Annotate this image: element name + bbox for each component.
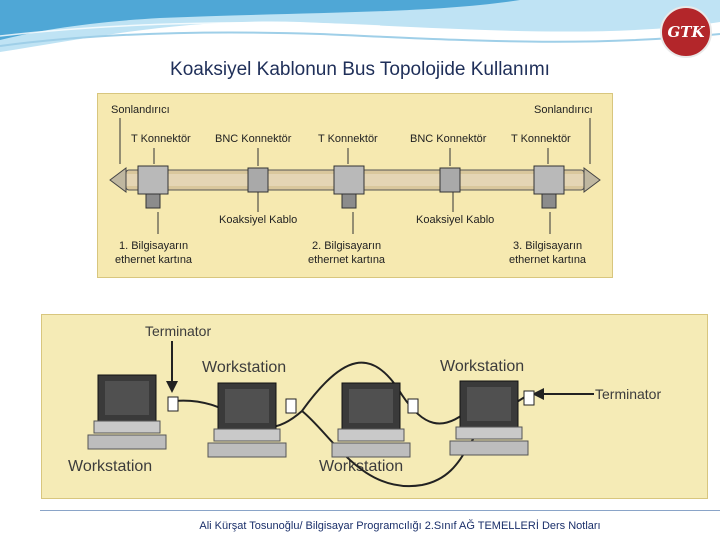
coax-bus-diagram: Sonlandırıcı Sonlandırıcı T Konnektör BN… (97, 93, 613, 278)
terminator-right-label: Sonlandırıcı (534, 104, 593, 116)
header-wave-decoration (0, 0, 720, 52)
coax-cable-drawing (109, 118, 601, 234)
logo-badge: GTK (660, 6, 712, 58)
terminator-left-label: Terminator (145, 323, 212, 339)
page-title: Koaksiyel Kablonun Bus Topolojide Kullan… (170, 59, 550, 80)
workstation-label: Workstation (68, 458, 153, 475)
connector-label: BNC Konnektör (215, 133, 292, 145)
connector-label: T Konnektör (318, 133, 378, 145)
connector-label: T Konnektör (131, 133, 191, 145)
connector-label: T Konnektör (511, 133, 571, 145)
workstation-computer (449, 380, 529, 456)
workstation-computer (331, 382, 411, 458)
connector-label: BNC Konnektör (410, 133, 487, 145)
workstation-label: Workstation (440, 358, 525, 375)
terminator-right-label: Terminator (595, 386, 662, 402)
workstation-network-drawing (87, 341, 594, 488)
workstation-computer (207, 382, 287, 458)
workstation-bus-diagram: Terminator Terminator Workstation Workst… (41, 314, 708, 499)
workstation-label: Workstation (202, 359, 287, 376)
footer-text: Ali Kürşat Tosunoğlu/ Bilgisayar Program… (199, 520, 601, 532)
logo-text: GTK (667, 23, 705, 41)
workstation-label: Workstation (319, 458, 404, 475)
workstation-computer (87, 374, 167, 450)
terminator-left-label: Sonlandırıcı (111, 104, 170, 116)
footer-divider (40, 510, 720, 511)
cable-label: Koaksiyel Kablo (416, 214, 495, 226)
cable-label: Koaksiyel Kablo (219, 214, 298, 226)
